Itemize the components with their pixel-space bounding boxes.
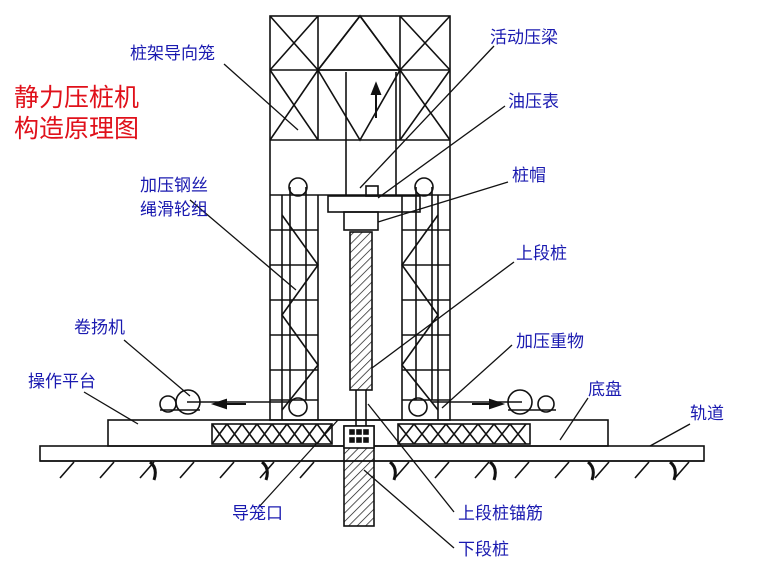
- guide-cage: [269, 14, 451, 421]
- diagram-title: 静力压桩机 构造原理图: [14, 82, 139, 145]
- pulley-rope-group: [187, 177, 522, 417]
- leader-lines: [83, 45, 691, 549]
- label-lower-pile: 下段桩: [458, 540, 509, 560]
- label-movable-beam: 活动压梁: [490, 28, 558, 48]
- label-oil-gauge: 油压表: [508, 92, 559, 112]
- motion-arrows: [210, 81, 506, 410]
- label-platform: 操作平台: [28, 372, 96, 392]
- label-chassis: 底盘: [588, 380, 622, 400]
- label-winch: 卷扬机: [74, 318, 125, 338]
- label-weight: 加压重物: [516, 332, 584, 352]
- label-cage-mouth: 导笼口: [232, 504, 283, 524]
- lower-pile: [343, 425, 375, 527]
- label-pulley-group-2: 绳滑轮组: [140, 200, 208, 220]
- label-pile-cap: 桩帽: [512, 166, 546, 186]
- winch-right: [507, 389, 556, 415]
- label-anchor-bars: 上段桩锚筋: [458, 504, 543, 524]
- movable-beam: [327, 72, 421, 231]
- label-track: 轨道: [690, 404, 724, 424]
- title-line-2: 构造原理图: [14, 114, 140, 144]
- label-guide-cage: 桩架导向笼: [130, 44, 215, 64]
- title-line-1: 静力压桩机: [14, 83, 140, 112]
- winch-left: [159, 389, 201, 415]
- upper-pile: [349, 231, 373, 426]
- label-pulley-group-1: 加压钢丝: [140, 176, 208, 196]
- label-upper-pile: 上段桩: [516, 244, 567, 264]
